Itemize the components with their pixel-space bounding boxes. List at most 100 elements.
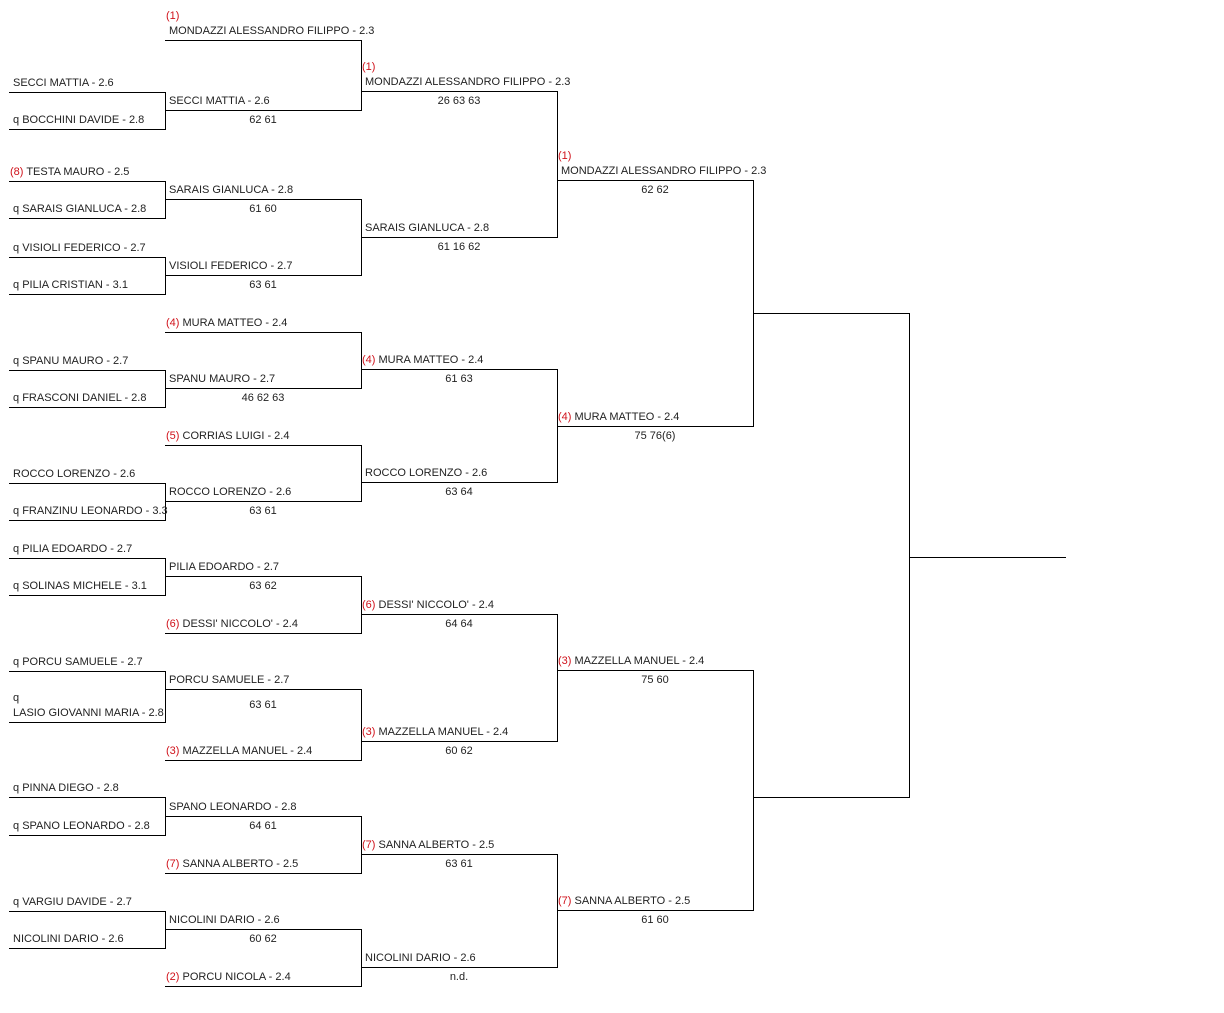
match-score: 61 60 xyxy=(641,914,669,926)
player-name: SECCI MATTIA - 2.6 xyxy=(169,95,270,107)
player-name: SANNA ALBERTO - 2.5 xyxy=(378,839,495,851)
player-name: MAZZELLA MANUEL - 2.4 xyxy=(378,726,509,738)
player-name: SANNA ALBERTO - 2.5 xyxy=(574,895,691,907)
seed-label: (3) xyxy=(362,726,379,738)
player-name: SPANU MAURO - 2.7 xyxy=(22,355,129,367)
player-label: MONDAZZI ALESSANDRO FILIPPO - 2.3 xyxy=(561,165,766,178)
match-score: 60 62 xyxy=(249,933,277,945)
seed-label: (4) xyxy=(362,354,379,366)
qualifier-mark: q xyxy=(13,543,23,555)
player-name: VARGIU DAVIDE - 2.7 xyxy=(22,896,132,908)
player-label: (7) SANNA ALBERTO - 2.5 xyxy=(362,839,494,852)
player-name: PINNA DIEGO - 2.8 xyxy=(22,782,119,794)
qualifier-mark: q xyxy=(13,203,23,215)
player-label: MONDAZZI ALESSANDRO FILIPPO - 2.3 xyxy=(365,76,570,89)
match-score: 63 62 xyxy=(249,580,277,592)
match-score: 75 60 xyxy=(641,674,669,686)
player-name: DESSI' NICCOLO' - 2.4 xyxy=(378,599,494,611)
player-name: PILIA CRISTIAN - 3.1 xyxy=(22,279,128,291)
player-name: LASIO GIOVANNI MARIA - 2.8 xyxy=(13,707,164,719)
player-label: q PINNA DIEGO - 2.8 xyxy=(13,782,119,795)
player-label: SECCI MATTIA - 2.6 xyxy=(13,77,114,90)
qualifier-mark: q xyxy=(13,656,23,668)
player-label: (8) TESTA MAURO - 2.5 xyxy=(10,166,129,179)
player-label: q FRANZINU LEONARDO - 3.3 xyxy=(13,505,168,518)
player-name: NICOLINI DARIO - 2.6 xyxy=(13,933,124,945)
seed-label: (4) xyxy=(166,317,183,329)
seed-label: (1) xyxy=(362,61,376,73)
player-name: SARAIS GIANLUCA - 2.8 xyxy=(22,203,147,215)
player-label: (6) DESSI' NICCOLO' - 2.4 xyxy=(166,618,298,631)
player-label: q SPANU MAURO - 2.7 xyxy=(13,355,128,368)
player-label: q PORCU SAMUELE - 2.7 xyxy=(13,656,143,669)
player-label: SECCI MATTIA - 2.6 xyxy=(169,95,270,108)
player-name: MURA MATTEO - 2.4 xyxy=(378,354,484,366)
player-label: (2) PORCU NICOLA - 2.4 xyxy=(166,971,291,984)
player-label: q VISIOLI FEDERICO - 2.7 xyxy=(13,242,146,255)
seed-label: (2) xyxy=(166,971,183,983)
match-score: 64 64 xyxy=(445,618,473,630)
player-name: SARAIS GIANLUCA - 2.8 xyxy=(169,184,294,196)
player-name: PORCU SAMUELE - 2.7 xyxy=(169,674,290,686)
player-label: ROCCO LORENZO - 2.6 xyxy=(169,486,291,499)
seed-label: (7) xyxy=(166,858,183,870)
player-name: SANNA ALBERTO - 2.5 xyxy=(182,858,299,870)
player-label: PORCU SAMUELE - 2.7 xyxy=(169,674,289,687)
player-name: CORRIAS LUIGI - 2.4 xyxy=(182,430,290,442)
player-name: MURA MATTEO - 2.4 xyxy=(182,317,288,329)
player-label: PILIA EDOARDO - 2.7 xyxy=(169,561,279,574)
player-label: SARAIS GIANLUCA - 2.8 xyxy=(365,222,489,235)
player-label: ROCCO LORENZO - 2.6 xyxy=(365,467,487,480)
seed-label: (7) xyxy=(558,895,575,907)
qualifier-mark: q xyxy=(13,692,20,704)
qualifier-mark: q xyxy=(13,505,23,517)
qualifier-mark: q xyxy=(13,355,23,367)
player-name: PORCU SAMUELE - 2.7 xyxy=(22,656,143,668)
player-label: VISIOLI FEDERICO - 2.7 xyxy=(169,260,292,273)
match-score: 26 63 63 xyxy=(437,95,481,107)
player-name: FRANZINU LEONARDO - 3.3 xyxy=(22,505,168,517)
player-name: BOCCHINI DAVIDE - 2.8 xyxy=(22,114,145,126)
player-name: DESSI' NICCOLO' - 2.4 xyxy=(182,618,298,630)
player-name: ROCCO LORENZO - 2.6 xyxy=(169,486,292,498)
player-name: MONDAZZI ALESSANDRO FILIPPO - 2.3 xyxy=(169,25,375,37)
player-name: SPANO LEONARDO - 2.8 xyxy=(169,801,297,813)
player-name: SECCI MATTIA - 2.6 xyxy=(13,77,114,89)
seed-label: (3) xyxy=(166,745,183,757)
player-label: q VARGIU DAVIDE - 2.7 xyxy=(13,896,132,909)
player-name: MAZZELLA MANUEL - 2.4 xyxy=(182,745,313,757)
qualifier-mark: q xyxy=(13,242,23,254)
player-label: SARAIS GIANLUCA - 2.8 xyxy=(169,184,293,197)
player-label: q SARAIS GIANLUCA - 2.8 xyxy=(13,203,146,216)
qualifier-mark: q xyxy=(13,580,23,592)
player-label: SPANO LEONARDO - 2.8 xyxy=(169,801,297,814)
qualifier-mark: q xyxy=(13,392,23,404)
qualifier-mark: q xyxy=(13,279,23,291)
player-name: MONDAZZI ALESSANDRO FILIPPO - 2.3 xyxy=(365,76,571,88)
player-name: VISIOLI FEDERICO - 2.7 xyxy=(169,260,293,272)
match-score: 63 64 xyxy=(445,486,473,498)
match-score: 64 61 xyxy=(249,820,277,832)
match-score: 75 76(6) xyxy=(634,430,676,442)
match-score: 62 62 xyxy=(641,184,669,196)
seed-label: (3) xyxy=(558,655,575,667)
match-score: 61 63 xyxy=(445,373,473,385)
player-label: (7) SANNA ALBERTO - 2.5 xyxy=(166,858,298,871)
player-name: SOLINAS MICHELE - 3.1 xyxy=(22,580,147,592)
match-score: 63 61 xyxy=(249,279,277,291)
match-score: n.d. xyxy=(449,971,469,983)
player-label: (4) MURA MATTEO - 2.4 xyxy=(558,411,679,424)
player-label: q BOCCHINI DAVIDE - 2.8 xyxy=(13,114,144,127)
player-name: PORCU NICOLA - 2.4 xyxy=(182,971,291,983)
match-score: 63 61 xyxy=(445,858,473,870)
seed-label: (6) xyxy=(166,618,183,630)
match-score: 63 61 xyxy=(249,505,277,517)
player-label: (4) MURA MATTEO - 2.4 xyxy=(166,317,287,330)
player-name: NICOLINI DARIO - 2.6 xyxy=(365,952,476,964)
player-label: NICOLINI DARIO - 2.6 xyxy=(169,914,280,927)
match-score: 46 62 63 xyxy=(241,392,285,404)
player-label: q PILIA EDOARDO - 2.7 xyxy=(13,543,132,556)
player-label: NICOLINI DARIO - 2.6 xyxy=(13,933,124,946)
